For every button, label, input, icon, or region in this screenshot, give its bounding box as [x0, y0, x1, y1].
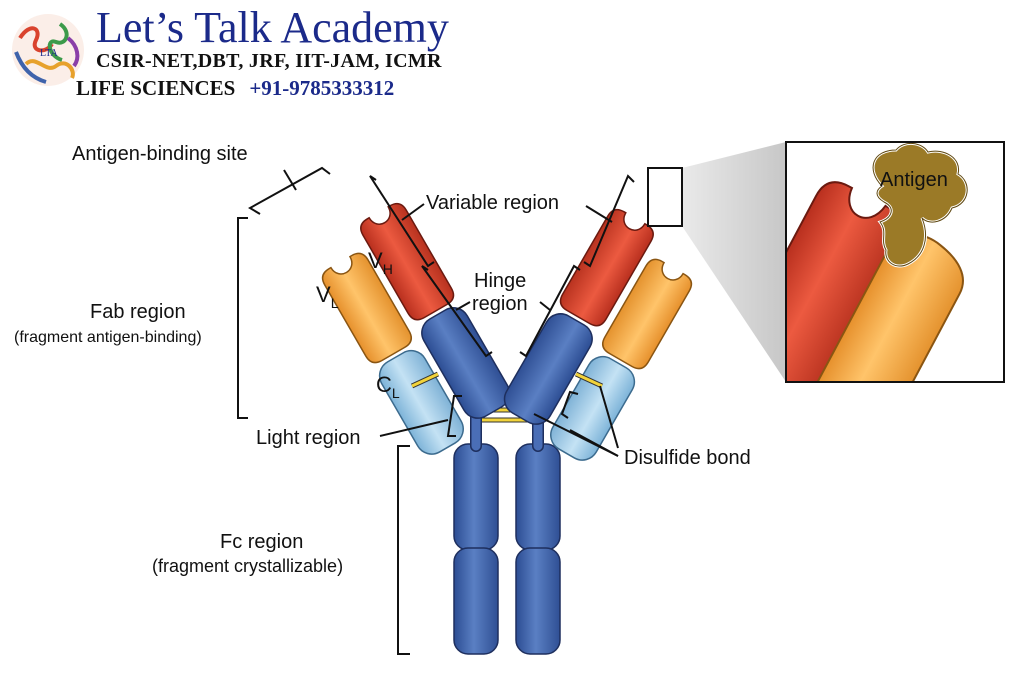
label-hinge-line2: region [472, 293, 528, 315]
label-fab-region: Fab region [90, 301, 186, 323]
label-variable-region: Variable region [426, 192, 559, 214]
academy-title: Let’s Talk Academy [96, 3, 449, 52]
label-vh: VH [368, 248, 393, 277]
logo-text: LTA [40, 48, 58, 59]
academy-subject: LIFE SCIENCES [76, 76, 236, 100]
label-fab-desc: (fragment antigen-binding) [14, 329, 202, 346]
cl-domain-right [550, 355, 636, 461]
fab-arm-right [503, 208, 693, 461]
disulfide-bond-light-left [411, 372, 439, 388]
label-antigen: Antigen [880, 169, 948, 191]
fc-heavy-domain-left-upper [453, 443, 499, 551]
zoom-cone [682, 142, 786, 382]
label-hinge-line1: Hinge [474, 270, 526, 292]
vl-domain-left [321, 252, 413, 364]
fc-heavy-domain-left-lower [453, 547, 499, 655]
vh-domain-left [360, 202, 455, 321]
annotation-brackets [237, 166, 635, 655]
label-disulfide-bond: Disulfide bond [624, 447, 751, 469]
fc-heavy-domain-right-lower [515, 547, 561, 655]
label-fc-desc: (fragment crystallizable) [152, 556, 343, 576]
label-fc-region: Fc region [220, 531, 303, 553]
antigen-zoom-inset [785, 141, 1005, 383]
zoom-source-box [647, 167, 683, 227]
disulfide-bond-light-right [575, 372, 603, 388]
fc-heavy-domain-right-upper [515, 443, 561, 551]
cl-domain-left [378, 349, 464, 455]
fab-arm-left [321, 202, 511, 455]
academy-logo-icon: LTA [12, 14, 84, 86]
zoom-inset-frame [785, 141, 1005, 383]
label-vl: VL [316, 282, 339, 311]
label-cl: CL [376, 372, 400, 401]
vl-domain-right [601, 258, 693, 370]
academy-subtitle: CSIR-NET,DBT, JRF, IIT-JAM, ICMR [96, 50, 442, 72]
ch1-domain-left [421, 307, 511, 419]
academy-contact-line: LIFE SCIENCES +91-9785333312 [76, 76, 394, 101]
label-light-region: Light region [256, 427, 361, 449]
academy-phone: +91-9785333312 [249, 76, 395, 100]
label-antigen-binding-site: Antigen-binding site [72, 143, 248, 165]
